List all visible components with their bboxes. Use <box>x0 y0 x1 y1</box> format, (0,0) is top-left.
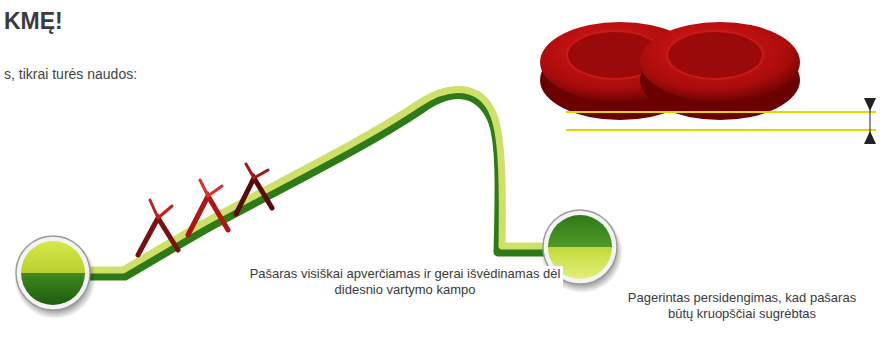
rotor-discs <box>540 22 800 120</box>
rake-tines <box>138 164 272 255</box>
turning-caption: Pašaras visiškai apverčiamas ir gerai iš… <box>247 266 563 298</box>
heading: KMĘ! <box>4 8 63 35</box>
swath-band <box>55 89 582 276</box>
overlap-dimension <box>566 98 876 144</box>
overlap-caption: Pagerintas persidengimas, kad pašaras bū… <box>617 290 867 322</box>
intro-text: s, tikrai turės naudos: <box>4 66 137 82</box>
start-ball <box>14 236 96 319</box>
